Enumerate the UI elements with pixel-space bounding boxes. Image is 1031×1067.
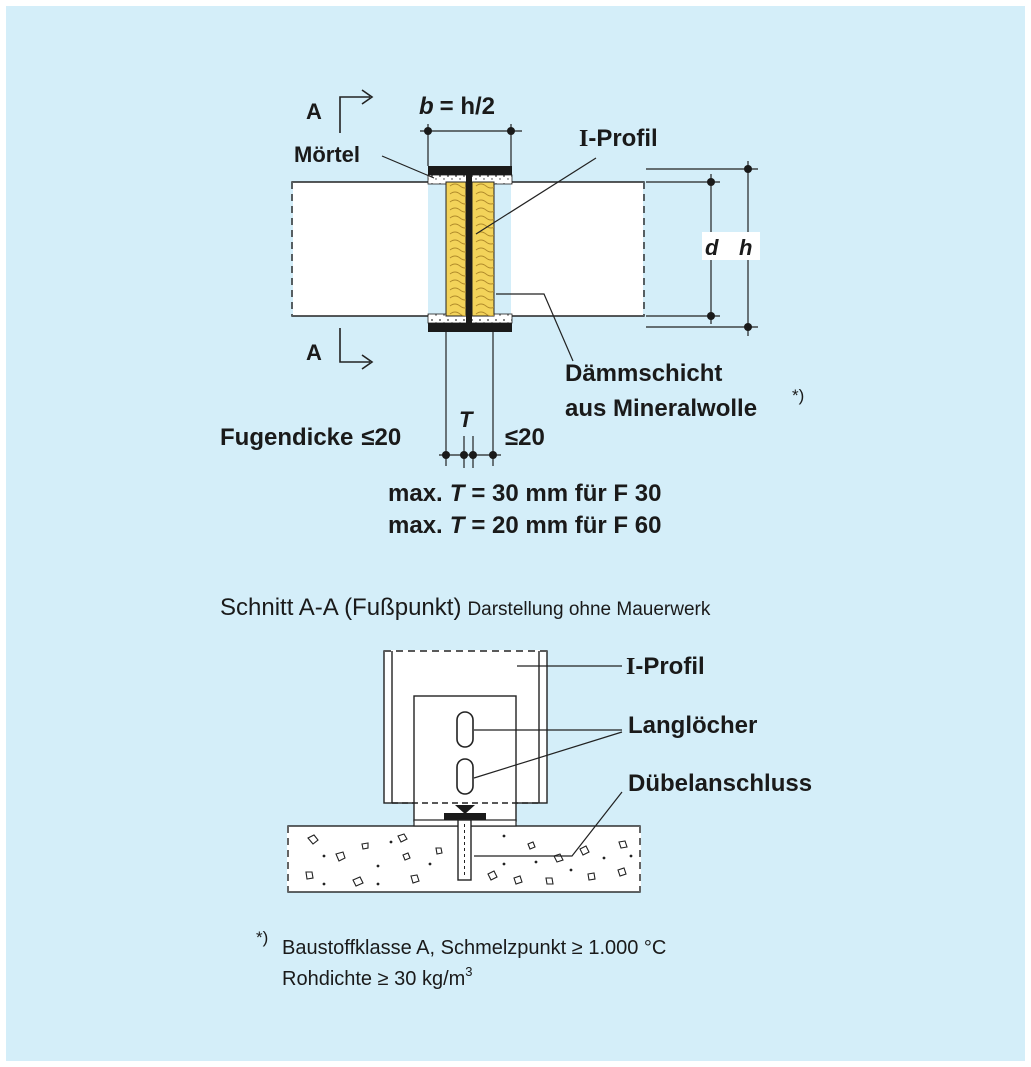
joint-label: Fugendicke≤20 [220, 424, 401, 451]
section-view: Schnitt A-A (Fußpunkt)Darstellung ohne M… [220, 594, 812, 893]
dim-b-label: b= h/2 [419, 93, 495, 120]
rule-f30: max.T= 30 mm für F 30 [388, 480, 661, 507]
section-profile-label: I-Profil [626, 653, 705, 680]
dowel-washer [444, 813, 486, 820]
top-view: A A b= h/2 Mörtel I-Profil d h Dämmsc [220, 89, 804, 539]
slots-label: Langlöcher [628, 712, 757, 739]
section-marker-top: A [306, 99, 322, 124]
figure-background: A A b= h/2 Mörtel I-Profil d h Dämmsc [6, 6, 1025, 1061]
slot-hole-2 [456, 758, 474, 795]
insulation-left-texture [446, 182, 466, 316]
section-marker-bottom: A [306, 340, 322, 365]
concrete-aggregate [305, 833, 628, 887]
rule-f60: max.T= 20 mm für F 60 [388, 512, 661, 539]
wall-left [291, 181, 428, 317]
dim-d-label: d [705, 235, 719, 260]
dim-h-label: h [739, 235, 752, 260]
insulation-footnote-marker: *) [792, 386, 804, 405]
section-title: Schnitt A-A (Fußpunkt)Darstellung ohne M… [220, 594, 711, 621]
section-arrow-top [339, 89, 374, 133]
footnote-line2: Rohdichte ≥ 30 kg/m3 [282, 964, 473, 990]
dim-T-label: T [459, 407, 474, 432]
mortar-label: Mörtel [294, 142, 360, 167]
construction-diagram: A A b= h/2 Mörtel I-Profil d h Dämmsc [220, 89, 812, 990]
footnote: *) Baustoffklasse A, Schmelzpunkt ≥ 1.00… [256, 928, 666, 990]
slot-hole-1 [456, 711, 474, 748]
dowel-head [455, 805, 475, 814]
footnote-line1: Baustoffklasse A, Schmelzpunkt ≥ 1.000 °… [282, 937, 666, 959]
insulation-label-line1: Dämmschicht [565, 360, 722, 387]
i-profile-web [466, 166, 472, 332]
dowel-label: Dübelanschluss [628, 770, 812, 797]
joint-right-value: ≤20 [505, 424, 545, 451]
insulation-label-line2: aus Mineralwolle [565, 395, 757, 422]
insulation-right-texture [472, 182, 494, 316]
section-arrow-bottom [339, 328, 374, 370]
profile-label: I-Profil [579, 125, 658, 152]
i-profile-flange-bottom [428, 323, 512, 332]
wall-right [511, 181, 645, 317]
footnote-marker: *) [256, 928, 268, 947]
